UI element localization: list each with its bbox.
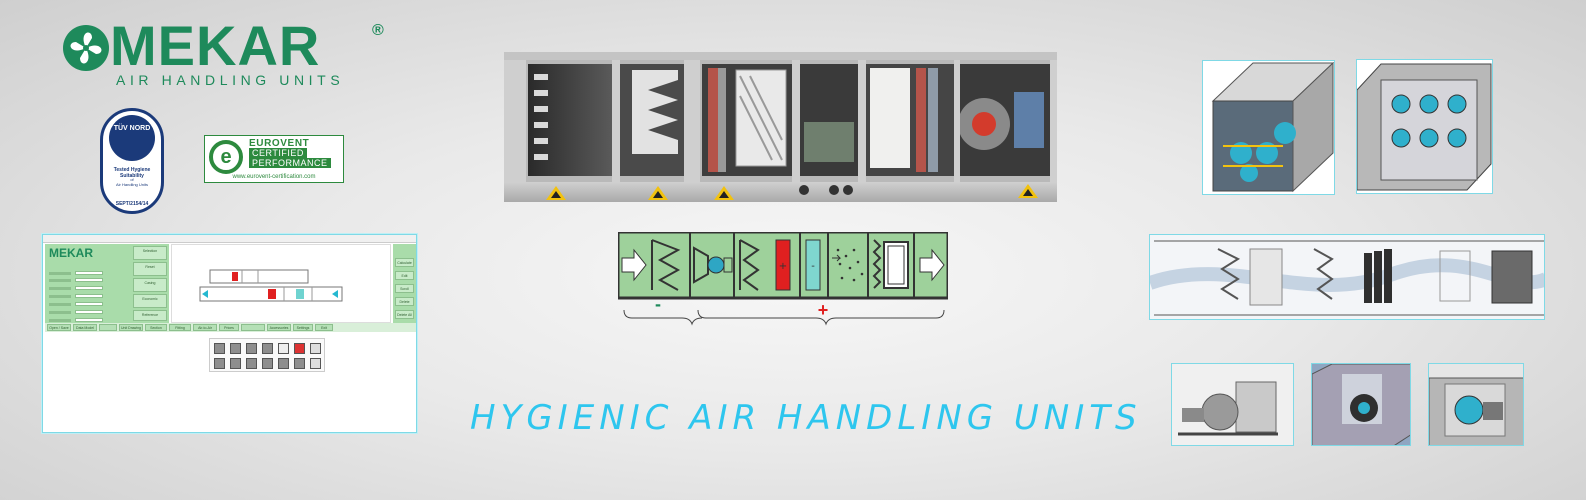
software-tab[interactable]: Fitting xyxy=(169,324,191,331)
arrow-out-icon xyxy=(919,248,945,282)
component-palette xyxy=(209,338,325,372)
software-tab-bar: Open / Save Data Model Unit Drawing Sect… xyxy=(45,323,416,332)
palette-item[interactable] xyxy=(262,358,273,369)
brand-logo: MEKAR ® AIR HANDLING UNITS xyxy=(62,16,392,90)
software-tab[interactable]: Data Model xyxy=(73,324,97,331)
palette-item[interactable] xyxy=(294,358,305,369)
fan-array-render-2 xyxy=(1356,59,1493,194)
software-tab[interactable] xyxy=(241,324,265,331)
air-handling-unit-photo xyxy=(504,52,1057,206)
form-row xyxy=(49,262,129,275)
software-logo: MEKAR xyxy=(49,246,93,260)
tuv-cert-number: SEPT/2154/14 xyxy=(115,201,149,207)
humidifier-icon xyxy=(832,248,864,282)
software-side-button[interactable]: Casing xyxy=(133,278,167,292)
plug-fan-render-1 xyxy=(1171,363,1294,446)
software-side-button[interactable]: Economic xyxy=(133,294,167,308)
palette-item[interactable] xyxy=(278,358,289,369)
software-side-button[interactable]: Reset xyxy=(133,262,167,276)
palette-item[interactable] xyxy=(230,358,241,369)
ahu-schematic-diagram: + - - + xyxy=(616,230,950,332)
form-row xyxy=(49,269,129,282)
cooling-coil-icon: - xyxy=(805,239,821,291)
tuv-title: Tested Hygiene Suitability xyxy=(113,167,151,179)
tuv-mark: TÜV NORD xyxy=(109,115,155,161)
palette-item[interactable] xyxy=(230,343,241,354)
software-side-button[interactable]: Selection xyxy=(133,246,167,260)
software-right-button[interactable]: Delete All xyxy=(395,310,414,319)
form-row xyxy=(49,301,129,314)
software-tab[interactable]: Air-to-Air xyxy=(193,324,217,331)
eurovent-badge: e EUROVENT CERTIFIED PERFORMANCE www.eur… xyxy=(204,135,344,183)
form-row xyxy=(49,309,129,322)
software-tab[interactable]: Open / Save xyxy=(47,324,71,331)
palette-item[interactable] xyxy=(214,358,225,369)
fan-icon xyxy=(693,246,733,284)
palette-item[interactable] xyxy=(310,343,321,354)
tuv-subject: Air Handling Units xyxy=(115,182,148,187)
unit-drawing-canvas[interactable] xyxy=(171,244,391,323)
software-side-button[interactable]: Reference xyxy=(133,310,167,321)
heating-plus-symbol: + xyxy=(779,261,787,272)
software-tab[interactable]: Unit Drawing xyxy=(119,324,143,331)
tuv-certification-badge: TÜV NORD Tested Hygiene Suitability of A… xyxy=(100,108,164,214)
software-tab[interactable]: Settings xyxy=(293,324,313,331)
palette-item[interactable] xyxy=(214,343,225,354)
palette-item[interactable] xyxy=(294,343,305,354)
software-tab[interactable]: Accessories xyxy=(267,324,291,331)
headline: HYGIENIC AIR HANDLING UNITS xyxy=(470,398,1142,438)
software-right-button[interactable]: Scroll xyxy=(395,284,414,293)
plug-fan-render-3 xyxy=(1428,363,1524,446)
cooling-zone-marker: - xyxy=(655,294,661,314)
brand-name: MEKAR xyxy=(110,14,321,77)
cooling-minus-symbol: - xyxy=(811,261,815,272)
eurovent-line3: PERFORMANCE xyxy=(249,158,331,168)
software-left-panel: MEKAR Selection Reset Casing Economic Re… xyxy=(45,244,169,323)
window-titlebar xyxy=(43,235,416,243)
heating-coil-icon: + xyxy=(775,239,791,291)
software-right-button[interactable]: Edit xyxy=(395,271,414,280)
eurovent-site: www.eurovent-certification.com xyxy=(232,174,316,180)
filter-icon xyxy=(651,239,681,291)
eurovent-line1: EUROVENT xyxy=(249,138,310,149)
software-tab[interactable]: Prices xyxy=(219,324,239,331)
form-row xyxy=(49,293,129,306)
fan-logo-icon xyxy=(63,25,109,71)
eurovent-e-icon: e xyxy=(209,140,243,174)
registered-mark: ® xyxy=(372,22,384,39)
tuv-of: of Air Handling Units xyxy=(115,177,148,187)
software-tab[interactable] xyxy=(99,324,117,331)
palette-item[interactable] xyxy=(262,343,273,354)
software-right-panel: Calculate Edit Scroll Delete Delete All xyxy=(393,244,416,323)
plug-fan-render-2 xyxy=(1311,363,1411,446)
heating-zone-marker: + xyxy=(818,300,829,320)
form-row xyxy=(49,285,129,298)
palette-item[interactable] xyxy=(246,358,257,369)
filter-sections-render xyxy=(1149,234,1545,320)
palette-item[interactable] xyxy=(278,343,289,354)
fan-array-render-1 xyxy=(1202,60,1335,195)
eurovent-line2: CERTIFIED xyxy=(249,148,307,158)
palette-item[interactable] xyxy=(310,358,321,369)
silencer-icon xyxy=(872,239,909,289)
unit-mini-schematic xyxy=(199,269,343,302)
software-tab[interactable]: Exit xyxy=(315,324,333,331)
palette-item[interactable] xyxy=(246,343,257,354)
form-row xyxy=(49,277,129,290)
software-right-button[interactable]: Calculate xyxy=(395,258,414,267)
software-tab[interactable]: Section xyxy=(145,324,167,331)
selection-software-screenshot: MEKAR Selection Reset Casing Economic Re… xyxy=(42,234,417,433)
software-right-button[interactable]: Delete xyxy=(395,297,414,306)
arrow-in-icon xyxy=(621,248,647,282)
brand-tagline: AIR HANDLING UNITS xyxy=(116,72,345,88)
